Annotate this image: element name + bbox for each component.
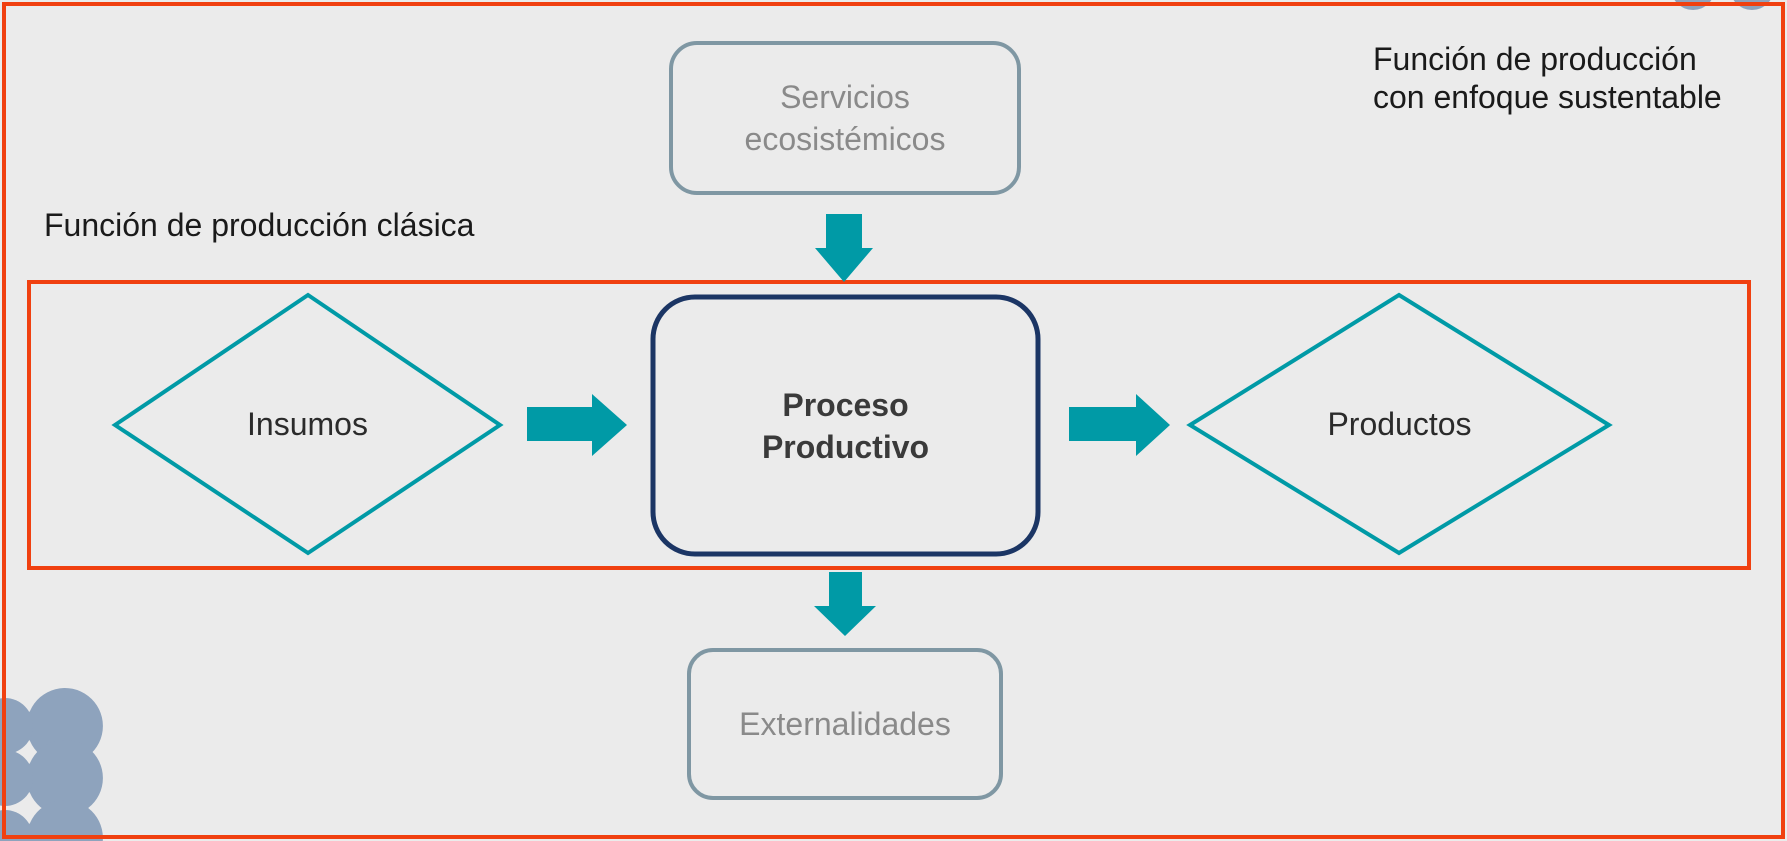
inner-frame bbox=[27, 280, 1751, 570]
arrow-down-icon bbox=[814, 572, 876, 636]
servicios-label: Servicios ecosistémicos bbox=[744, 79, 946, 157]
arrow-down-icon bbox=[815, 214, 873, 282]
proceso-label: Proceso Productivo bbox=[761, 386, 930, 465]
decor-shape bbox=[0, 750, 33, 806]
externalidades-box bbox=[687, 648, 1003, 800]
productos-diamond bbox=[1186, 292, 1613, 556]
proceso-box bbox=[650, 294, 1041, 557]
servicios-box bbox=[669, 41, 1021, 195]
productos-label: Productos bbox=[1327, 406, 1472, 442]
decor-shape bbox=[0, 739, 103, 816]
externalidades-label: Externalidades bbox=[739, 706, 951, 742]
decor-shape bbox=[0, 698, 33, 754]
insumos-label: Insumos bbox=[247, 406, 368, 442]
insumos-diamond bbox=[111, 292, 504, 556]
arrow-right-icon bbox=[527, 394, 627, 456]
arrow-right-icon bbox=[1069, 394, 1170, 456]
inner-frame-title: Función de producción clásica bbox=[44, 207, 475, 243]
outer-frame-title: Función de producción con enfoque susten… bbox=[1373, 41, 1722, 115]
decor-shape bbox=[0, 810, 33, 841]
